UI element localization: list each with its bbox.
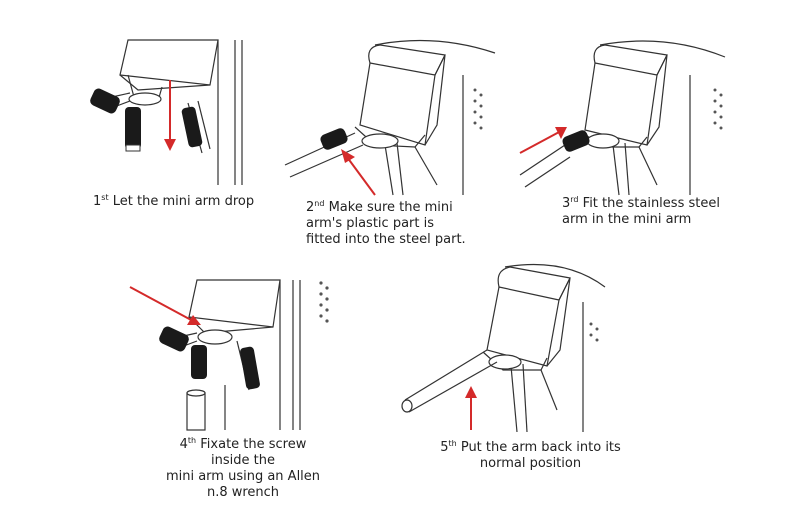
red-arrow [129, 286, 194, 322]
red-arrow-head [164, 139, 176, 151]
step-4-illustration [125, 275, 345, 431]
red-arrow [519, 130, 562, 154]
red-arrow-head [465, 386, 477, 398]
mini-arm-handle [90, 88, 120, 114]
step-3-illustration [515, 35, 735, 196]
step-1-illustration [90, 35, 260, 185]
mini-arm-handle [240, 346, 260, 390]
step-4-caption: 4th Fixate the screw inside the mini arm… [165, 436, 321, 501]
mini-arm-handle [320, 128, 348, 150]
step-2-caption: 2nd Make sure the mini arm's plastic par… [306, 199, 466, 248]
red-arrow-head [555, 127, 567, 139]
mini-arm-handle [159, 326, 189, 352]
step-5-caption: 5th Put the arm back into its normal pos… [440, 439, 621, 472]
red-arrow-head [341, 149, 355, 163]
mini-arm-handle [562, 130, 590, 152]
red-arrow [346, 156, 376, 196]
mini-arm-handle [125, 107, 141, 149]
mini-arm-handle [191, 345, 207, 379]
step-3-caption: 3rd Fit the stainless steel arm in the m… [562, 195, 720, 228]
step-2-illustration [284, 35, 500, 196]
mini-arm-handle [181, 106, 203, 148]
step-1-caption: 1st Let the mini arm drop [93, 193, 255, 210]
step-5-illustration [395, 262, 610, 433]
red-arrow-head [187, 315, 201, 325]
